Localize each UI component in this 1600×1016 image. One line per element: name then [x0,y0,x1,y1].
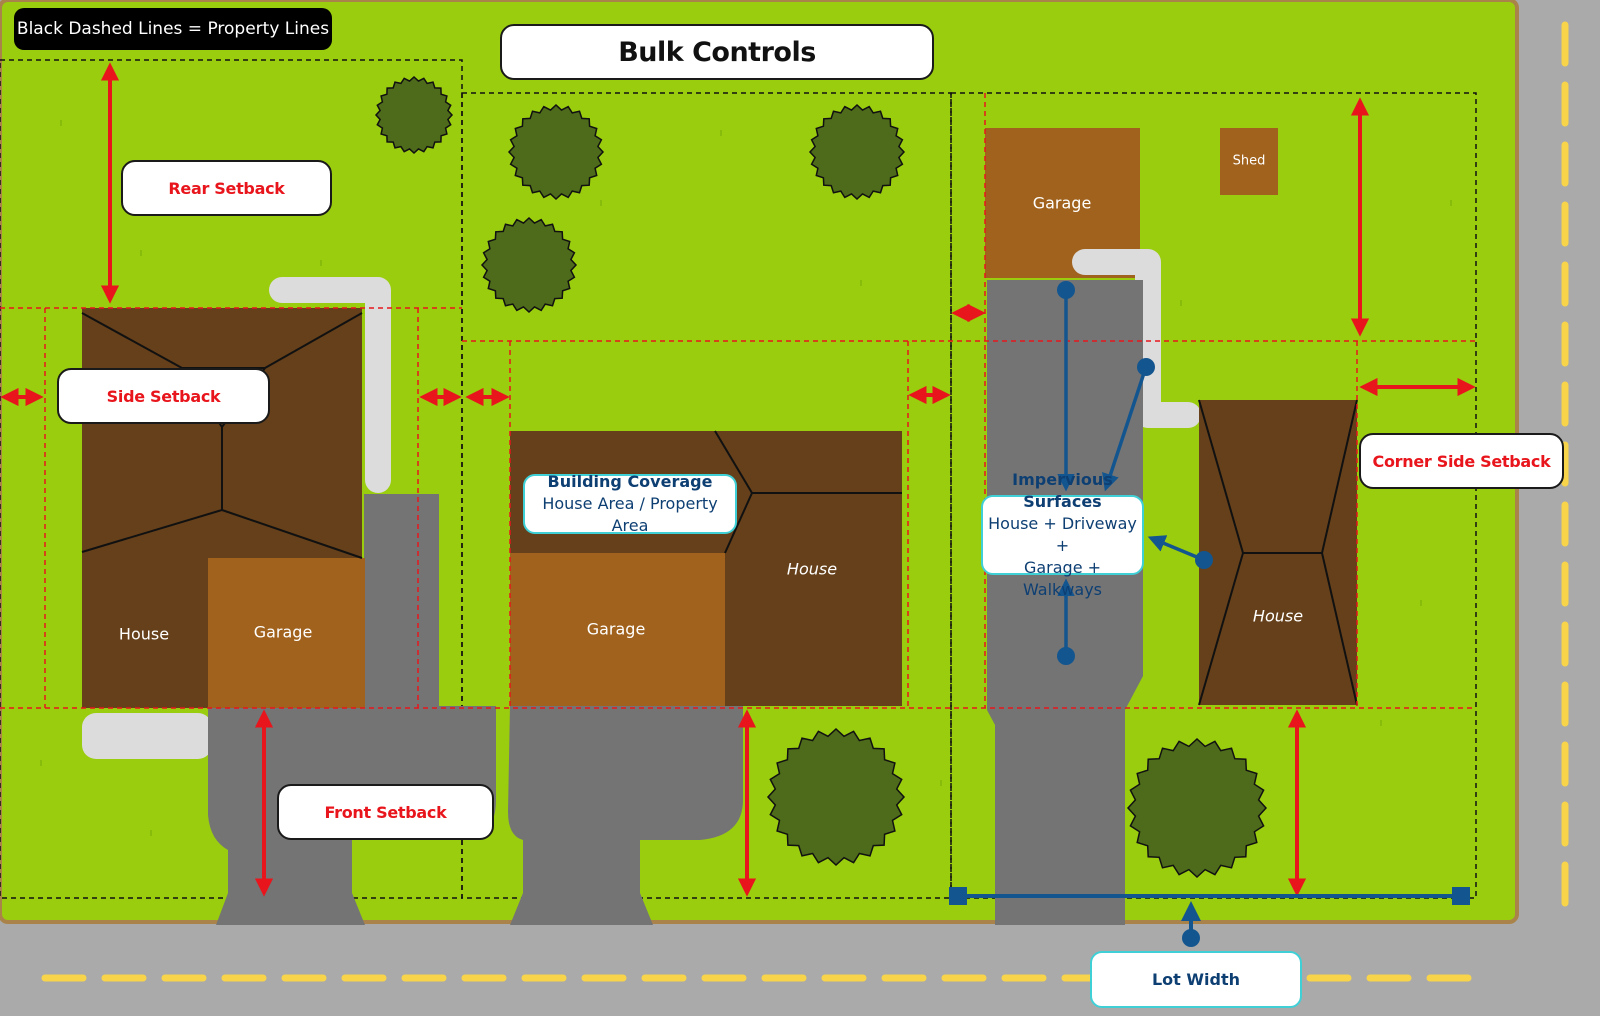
tree-icon [766,727,906,867]
lot2-garage [510,553,725,706]
setback-arrows [0,62,1476,897]
lot3-walkway [1072,249,1201,428]
lot1-walkway-front [82,713,212,759]
rear-setback-text: Rear Setback [168,178,285,198]
tree-icon [808,103,906,201]
page-title: Bulk Controls [618,36,816,68]
lot2-roof-lines [714,430,902,554]
lot3-shed [1220,128,1278,195]
lot2-driveway [508,705,743,925]
impervious-pointers [1057,281,1213,665]
front-setback-label: Front Setback [277,784,494,840]
rear-setback-label: Rear Setback [121,160,332,216]
impervious-line1: House + Driveway + [988,514,1137,555]
tree-icon [507,103,605,201]
setback-lines [0,93,1476,709]
building-coverage-title: Building Coverage [547,472,713,491]
legend-badge: Black Dashed Lines = Property Lines [14,8,332,50]
side-setback-text: Side Setback [106,386,221,406]
tree-icon [480,216,578,314]
lot1-walkway [269,277,391,493]
lot1-garage [208,558,365,708]
lane-markings [41,21,1569,982]
legend-text: Black Dashed Lines = Property Lines [16,19,330,39]
lot2-garage-label: Garage [586,619,646,639]
title-box: Bulk Controls [500,24,934,80]
building-coverage-formula: House Area / Property Area [542,494,718,535]
tree-icon [1126,737,1268,879]
lot1-garage-label: Garage [253,622,313,642]
lot2-house-label: House [786,559,838,579]
tree-icon [374,75,454,155]
trees [374,75,1268,879]
side-setback-label: Side Setback [57,368,270,424]
lot-width-text: Lot Width [1151,969,1241,989]
lot3-shed-label: Shed [1232,153,1266,169]
lot3-garage-label: Garage [1032,193,1092,213]
corner-side-setback-label: Corner Side Setback [1359,433,1564,489]
corner-side-setback-text: Corner Side Setback [1372,451,1551,471]
lot1-house [82,558,208,708]
lot1-house-label: House [118,624,170,644]
impervious-surfaces-label: Impervious Surfaces House + Driveway + G… [981,470,1144,599]
building-coverage-label: Building Coverage House Area / Property … [523,472,737,535]
lot3-house [1198,399,1358,706]
lot3-house-label: House [1252,606,1304,626]
front-setback-text: Front Setback [324,802,447,822]
lot-width-label: Lot Width [1090,951,1302,1008]
lot-width-measure [949,887,1470,947]
grass-texture [40,120,1452,836]
impervious-title: Impervious Surfaces [1012,470,1113,511]
impervious-line2: Garage + Walkways [1022,558,1102,599]
lot1-roof [81,308,363,559]
